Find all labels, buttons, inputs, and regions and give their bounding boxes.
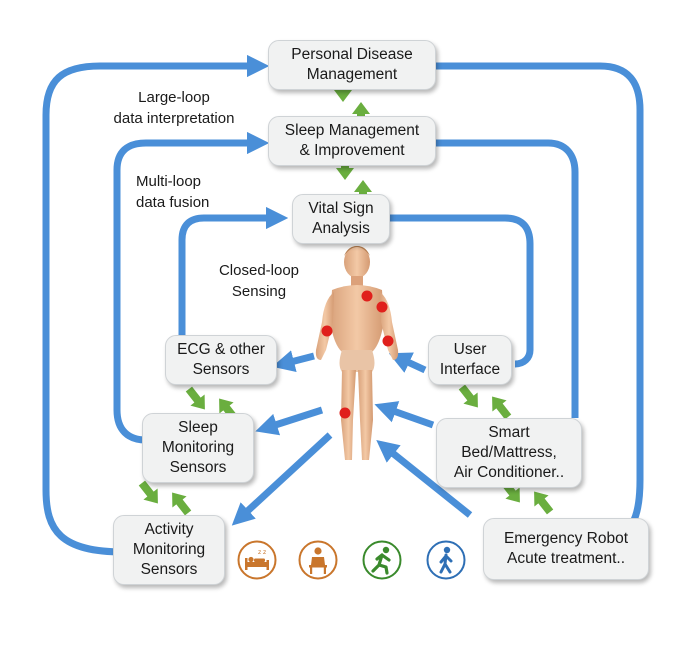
sensor-dot [339,407,351,419]
walking-person-icon [426,540,466,580]
running-person-icon [362,540,402,580]
node-vital-sign-analysis: Vital Sign Analysis [292,194,390,244]
node-sleep-management-improvement: Sleep Management & Improvement [268,116,436,166]
sensor-dot [382,335,394,347]
sensor-dot [361,290,373,302]
arrow-to-sleep-monitoring [255,406,324,436]
sleeping-in-bed-icon: z z [237,540,277,580]
sensor-dot [376,301,388,313]
arrow-to-activity [231,432,333,526]
node-user-interface: User Interface [428,335,512,385]
arrow-from-emergency-robot [376,440,473,518]
node-ecg-other-sensors: ECG & other Sensors [165,335,277,385]
node-sleep-monitoring-sensors: Sleep Monitoring Sensors [142,413,254,483]
closed-loop-arrow [178,206,289,336]
node-smart-bed-air-conditioner: Smart Bed/Mattress, Air Conditioner.. [436,418,582,488]
large-loop-arrow [42,54,270,556]
arrow-from-user-interface [388,352,427,374]
label-large-loop: Large-loop data interpretation [113,89,235,127]
label-multi-loop: Multi-loop data fusion [136,173,210,211]
label-closed-loop: Closed-loop Sensing [218,262,300,300]
multi-loop-arrow [113,131,270,444]
multi-loop-return [436,139,579,418]
node-personal-disease-management: Personal Disease Management [268,40,436,90]
node-activity-monitoring-sensors: Activity Monitoring Sensors [113,515,225,585]
human-body-figure [315,246,399,460]
closed-loop-return [387,214,534,368]
arrow-to-ecg [272,350,315,373]
sitting-person-icon [298,540,338,580]
node-emergency-robot: Emergency Robot Acute treatment.. [483,518,649,580]
svg-text:z z: z z [258,549,266,556]
arrow-from-smart-bed [374,401,435,429]
sensor-dot [321,325,333,337]
